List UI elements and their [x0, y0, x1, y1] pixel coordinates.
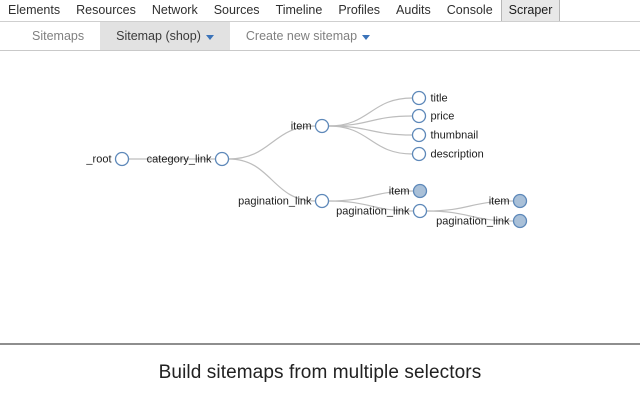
- toolbar-item-create-new-sitemap[interactable]: Create new sitemap: [230, 22, 386, 50]
- graph-node-price[interactable]: price: [411, 108, 455, 124]
- devtools-tab-label: Audits: [396, 3, 431, 17]
- graph-node-pag3[interactable]: pagination_link: [436, 213, 528, 229]
- devtools-tab-label: Network: [151, 3, 198, 17]
- devtools-tab-network[interactable]: Network: [144, 0, 206, 21]
- devtools-tab-label: Timeline: [275, 3, 323, 17]
- node-label: _root: [85, 154, 111, 166]
- chevron-down-icon[interactable]: [362, 34, 371, 40]
- devtools-tab-label: Sources: [213, 3, 260, 17]
- graph-link: [328, 115, 413, 127]
- node-circle-collapsed[interactable]: [412, 183, 428, 199]
- node-circle-collapsed[interactable]: [512, 193, 528, 209]
- footer-divider: [0, 343, 640, 345]
- node-label: title: [431, 93, 448, 105]
- node-circle-expanded[interactable]: [411, 127, 427, 143]
- node-label: item: [389, 186, 410, 198]
- graph-node-root[interactable]: _root: [85, 151, 130, 167]
- devtools-tab-resources[interactable]: Resources: [68, 0, 144, 21]
- graph-node-item3[interactable]: item: [489, 193, 528, 209]
- devtools-tab-bar: Elements Resources Network Sources Timeline P…: [0, 0, 640, 22]
- graph-node-pag2[interactable]: pagination_link: [336, 203, 428, 219]
- graph-link: [328, 200, 414, 212]
- node-label: item: [489, 196, 510, 208]
- node-label: item: [291, 121, 312, 133]
- graph-node-category[interactable]: category_link: [147, 151, 230, 167]
- node-label: pagination_link: [436, 216, 510, 228]
- chevron-down-icon[interactable]: [205, 34, 214, 40]
- graph-links-layer: [128, 97, 514, 222]
- node-label: thumbnail: [431, 130, 479, 142]
- graph-link: [328, 125, 413, 155]
- devtools-tab-label: Scraper: [508, 3, 553, 17]
- node-circle-expanded[interactable]: [114, 151, 130, 167]
- graph-node-title[interactable]: title: [411, 90, 448, 106]
- devtools-tab-label: Console: [446, 3, 493, 17]
- node-circle-expanded[interactable]: [411, 108, 427, 124]
- node-label: price: [431, 111, 455, 123]
- node-label: description: [431, 149, 484, 161]
- node-circle-expanded[interactable]: [411, 90, 427, 106]
- graph-link: [426, 210, 514, 222]
- devtools-tab-profiles[interactable]: Profiles: [330, 0, 388, 21]
- toolbar-item-label: Create new sitemap: [245, 29, 358, 43]
- node-label: pagination_link: [238, 196, 312, 208]
- node-circle-expanded[interactable]: [314, 118, 330, 134]
- graph-node-description[interactable]: description: [411, 146, 484, 162]
- caption-text: Build sitemaps from multiple selectors: [158, 361, 482, 383]
- toolbar-item-label: Sitemaps: [32, 29, 85, 43]
- graph-node-item1[interactable]: item: [291, 118, 330, 134]
- devtools-tab-label: Elements: [8, 3, 61, 17]
- toolbar-item-sitemap-shop[interactable]: Sitemap (shop): [100, 22, 230, 50]
- devtools-tab-sources[interactable]: Sources: [206, 0, 268, 21]
- devtools-tab-elements[interactable]: Elements: [0, 0, 68, 21]
- node-circle-expanded[interactable]: [412, 203, 428, 219]
- graph-link: [328, 190, 414, 202]
- graph-link: [426, 200, 514, 212]
- graph-node-pag1[interactable]: pagination_link: [238, 193, 330, 209]
- node-circle-expanded[interactable]: [314, 193, 330, 209]
- caption-bar: Build sitemaps from multiple selectors: [0, 345, 640, 400]
- devtools-tab-scraper[interactable]: Scraper: [500, 0, 561, 21]
- node-circle-collapsed[interactable]: [512, 213, 528, 229]
- devtools-tab-label: Profiles: [338, 3, 381, 17]
- graph-link: [328, 97, 413, 127]
- devtools-tab-timeline[interactable]: Timeline: [268, 0, 331, 21]
- toolbar-item-label: Sitemap (shop): [116, 29, 201, 43]
- node-circle-expanded[interactable]: [214, 151, 230, 167]
- graph-link: [228, 125, 316, 160]
- devtools-tab-console[interactable]: Console: [439, 0, 501, 21]
- graph-link: [228, 158, 316, 202]
- node-circle-expanded[interactable]: [411, 146, 427, 162]
- scraper-toolbar: Sitemaps Sitemap (shop) Create new sitemap: [0, 22, 640, 51]
- graph-node-item2[interactable]: item: [389, 183, 428, 199]
- graph-node-thumbnail[interactable]: thumbnail: [411, 127, 479, 143]
- toolbar-item-sitemaps[interactable]: Sitemaps: [16, 22, 100, 50]
- node-label: category_link: [147, 154, 212, 166]
- devtools-tab-audits[interactable]: Audits: [388, 0, 439, 21]
- devtools-tab-label: Resources: [76, 3, 136, 17]
- node-label: pagination_link: [336, 206, 410, 218]
